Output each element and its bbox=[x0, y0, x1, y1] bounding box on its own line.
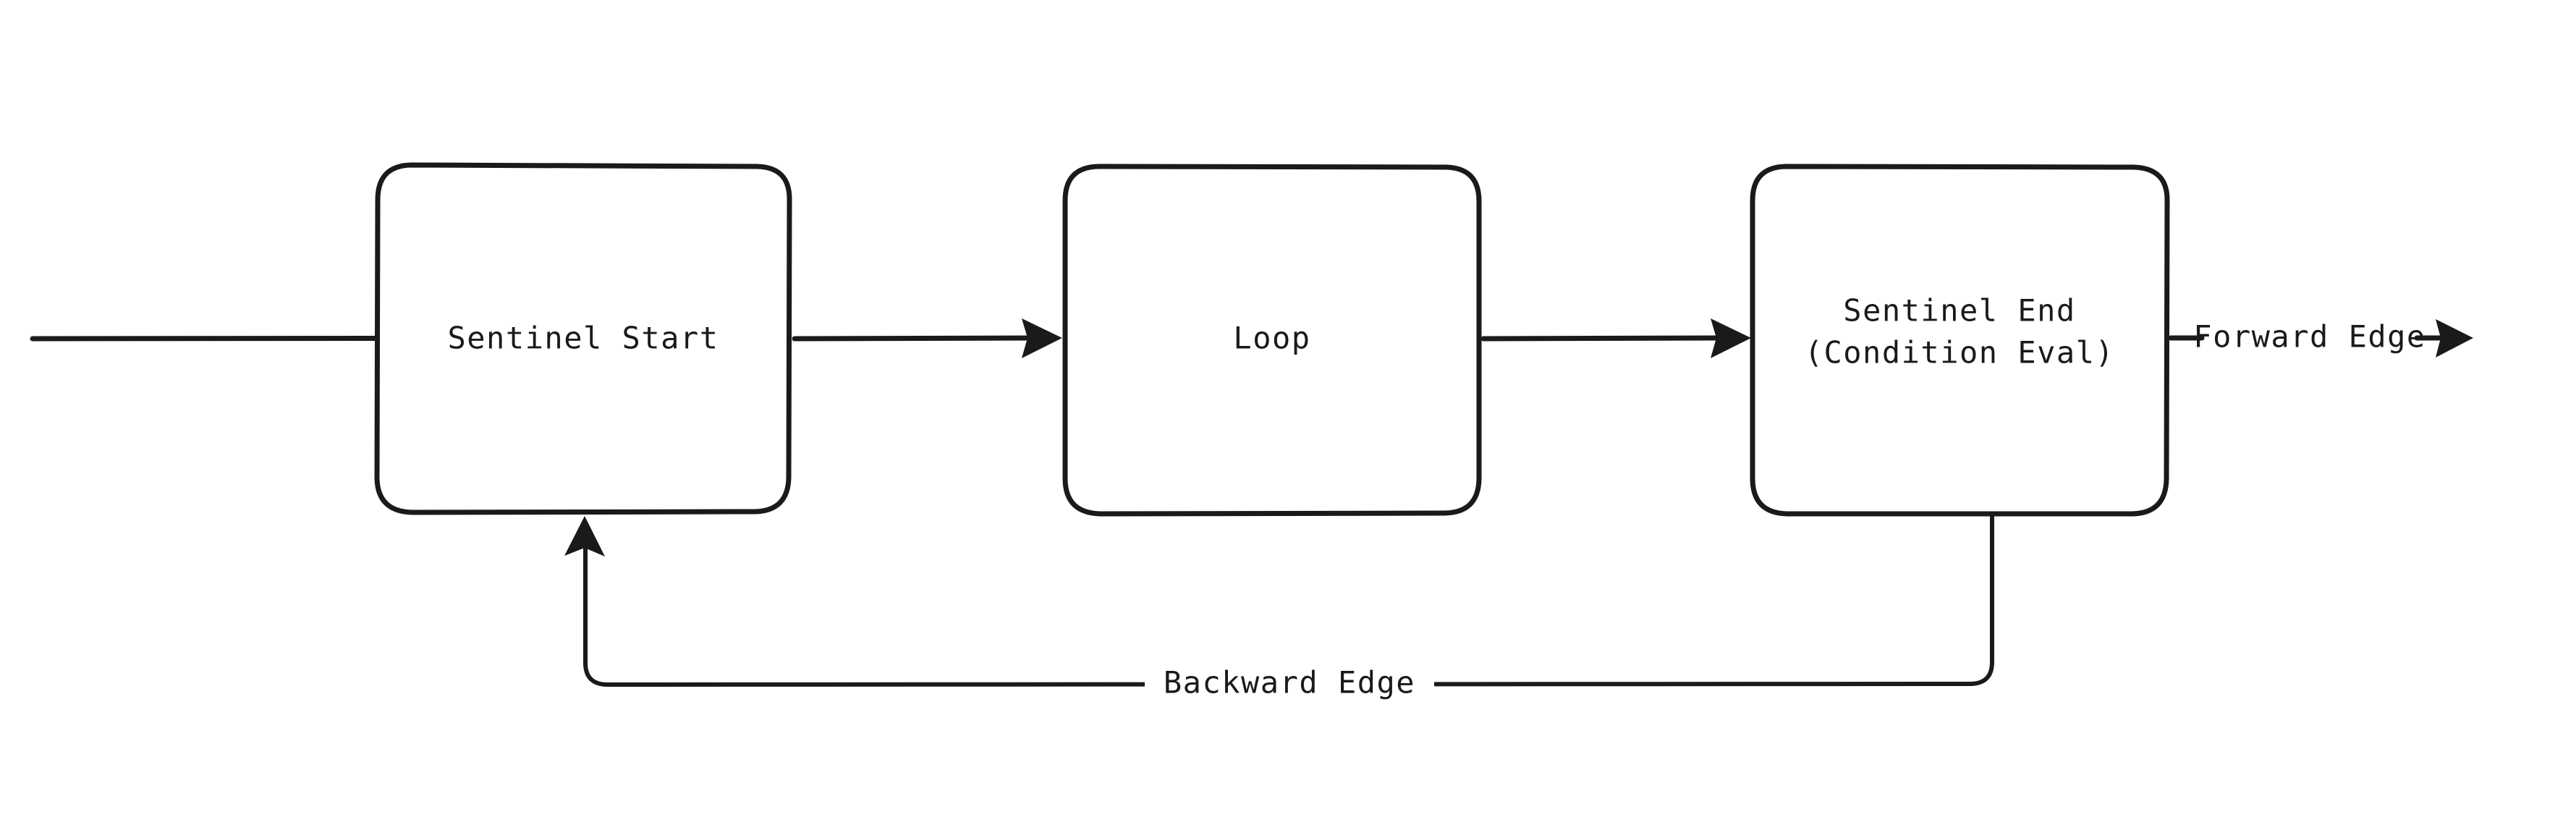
node-sentinel-end-label-line2: (Condition Eval) bbox=[1805, 335, 2115, 371]
edge-loop-to-end-arrowhead-icon bbox=[1711, 318, 1751, 358]
edge-backward-label: Backward Edge bbox=[1164, 665, 1415, 701]
node-sentinel-start-shape bbox=[374, 162, 792, 515]
edge-forward: Forward Edge bbox=[2168, 319, 2473, 358]
node-sentinel-end[interactable]: Sentinel End (Condition Eval) bbox=[1750, 164, 2170, 517]
edge-loop-to-end bbox=[1480, 318, 1751, 358]
edge-backward-arrowhead-icon bbox=[564, 516, 605, 557]
edge-loop-to-end-line bbox=[1480, 335, 1726, 342]
node-loop-shape bbox=[1062, 164, 1482, 517]
node-sentinel-start[interactable]: Sentinel Start bbox=[374, 162, 792, 515]
node-sentinel-end-label-line1: Sentinel End bbox=[1843, 293, 2075, 329]
node-sentinel-start-label: Sentinel Start bbox=[447, 321, 719, 356]
edge-backward: Backward Edge bbox=[564, 513, 1994, 706]
edge-backward-line bbox=[583, 513, 1994, 687]
edge-start-to-loop bbox=[792, 318, 1062, 358]
node-loop-label: Loop bbox=[1233, 321, 1310, 356]
edge-start-to-loop-line bbox=[792, 335, 1038, 342]
node-sentinel-end-shape bbox=[1750, 164, 2170, 517]
edge-forward-arrowhead-icon bbox=[2436, 319, 2473, 358]
edge-forward-label: Forward Edge bbox=[2193, 319, 2425, 355]
edge-start-to-loop-arrowhead-icon bbox=[1022, 318, 1062, 358]
node-loop[interactable]: Loop bbox=[1062, 164, 1482, 517]
edge-backward-label-backing bbox=[1145, 663, 1434, 706]
